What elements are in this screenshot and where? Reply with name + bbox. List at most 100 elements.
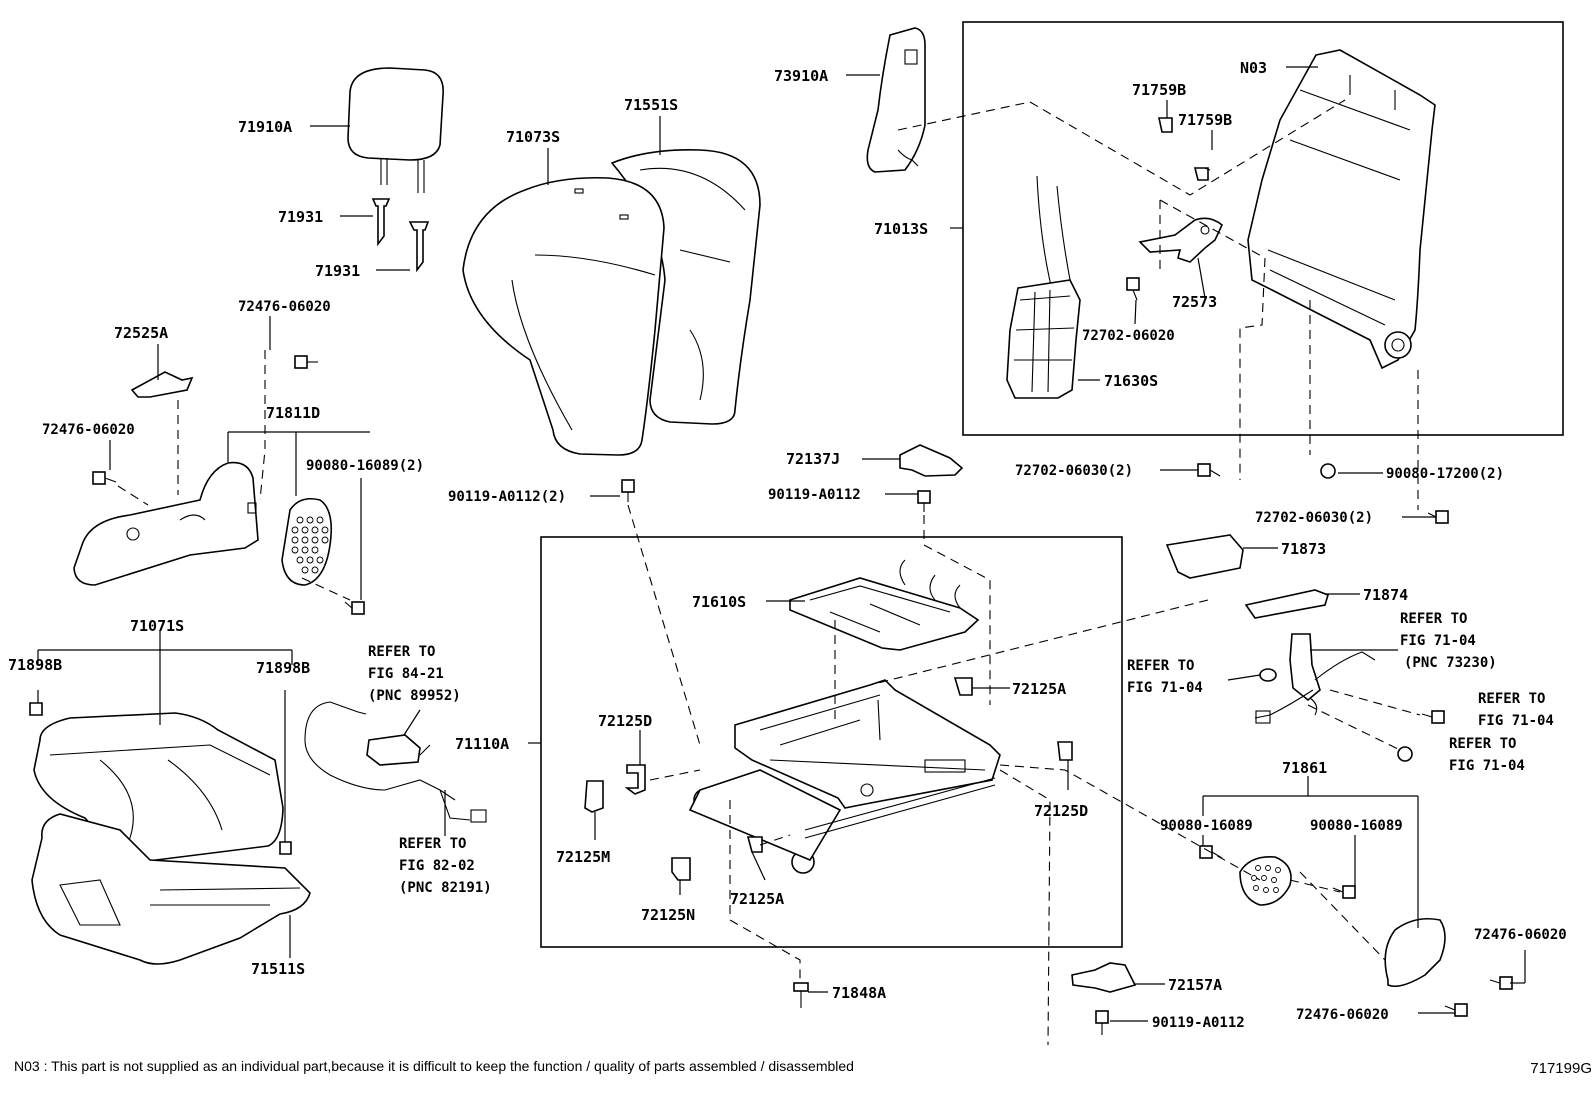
footnote: N03 : This part is not supplied as an in… — [14, 1058, 854, 1074]
label-71898B-right: 71898B — [256, 659, 310, 677]
label-72476-06020-top: 72476-06020 — [238, 299, 331, 315]
clip-72125N — [671, 857, 691, 881]
bolt-71848A — [793, 982, 809, 1008]
label-72525A: 72525A — [114, 324, 168, 342]
label-71630S: 71630S — [1104, 372, 1158, 390]
label-73910A: 73910A — [774, 67, 828, 85]
bolt-90080-16089-b — [1332, 885, 1356, 899]
svg-text:REFER TO: REFER TO — [1478, 691, 1545, 707]
bolt-90119-A0112-mid — [917, 490, 931, 512]
headrest-guide-b — [408, 221, 430, 273]
label-71110A: 71110A — [455, 735, 509, 753]
bolt-72702-06020 — [1126, 277, 1140, 301]
headrest — [347, 67, 444, 193]
label-71073S: 71073S — [506, 128, 560, 146]
label-72125A-bottom: 72125A — [730, 890, 784, 908]
svg-text:FIG 82-02: FIG 82-02 — [399, 858, 475, 874]
clip-72125A-top — [953, 677, 973, 696]
hook-72157A — [1071, 962, 1137, 993]
svg-text:REFER TO: REFER TO — [1127, 658, 1194, 674]
svg-text:(PNC 89952): (PNC 89952) — [368, 688, 461, 704]
bolt-90080-16089-a — [1199, 845, 1223, 859]
side-cover-right — [1384, 917, 1446, 988]
svg-text:REFER TO: REFER TO — [399, 836, 466, 852]
label-71759B-a: 71759B — [1132, 81, 1186, 99]
refer-fig-82-02: REFER TO FIG 82-02 (PNC 82191) — [399, 836, 492, 896]
leader-lines — [37, 66, 1526, 1022]
seat-pan — [789, 559, 980, 651]
bolts — [92, 277, 1513, 1035]
seat-track-box — [540, 536, 1123, 948]
bolt-90119-A0112-bottom — [1095, 1010, 1109, 1035]
clip-72125A-bottom — [746, 836, 763, 853]
buckle-assembly — [1254, 633, 1376, 724]
cover-71874 — [1244, 589, 1329, 619]
bolt-refer-7104-a — [1421, 710, 1445, 724]
lumbar-support — [1006, 175, 1081, 399]
label-90119-A0112-bottom: 90119-A0112 — [1152, 1015, 1245, 1031]
svg-text:FIG 71-04: FIG 71-04 — [1478, 713, 1554, 729]
svg-text:FIG 71-04: FIG 71-04 — [1127, 680, 1203, 696]
svg-text:REFER TO: REFER TO — [1449, 736, 1516, 752]
bolt-72476-06020-top — [294, 355, 318, 369]
label-71811D: 71811D — [266, 404, 320, 422]
seat-cushion-pad — [31, 813, 311, 965]
svg-text:FIG 71-04: FIG 71-04 — [1449, 758, 1525, 774]
label-71910A: 71910A — [238, 118, 292, 136]
refer-fig-84-21: REFER TO FIG 84-21 (PNC 89952) — [368, 644, 461, 704]
svg-text:(PNC 73230): (PNC 73230) — [1404, 655, 1497, 671]
label-71898B-left: 71898B — [8, 656, 62, 674]
svg-text:FIG 84-21: FIG 84-21 — [368, 666, 444, 682]
side-cover-inner — [1239, 855, 1292, 906]
headrest-guide-a — [371, 198, 391, 247]
label-72702-06030-2-a: 72702-06030(2) — [1015, 463, 1133, 479]
clip-72125D-right — [1057, 741, 1073, 761]
label-72125M: 72125M — [556, 848, 610, 866]
clip-71898B-right — [279, 841, 292, 855]
recliner-bracket — [1138, 217, 1223, 263]
bolt-72476-06020-right — [1489, 976, 1513, 990]
seatback-frame — [1247, 49, 1436, 370]
figure-number: 717199G — [1530, 1060, 1592, 1077]
bolt-90119-A0112-2 — [621, 479, 635, 502]
label-71873: 71873 — [1281, 540, 1326, 558]
refer-fig-71-04-right-b: REFER TO FIG 71-04 — [1449, 736, 1525, 774]
label-N03: N03 — [1240, 59, 1267, 77]
label-72476-06020-right: 72476-06020 — [1474, 927, 1567, 943]
refer-fig-71-04-left: REFER TO FIG 71-04 — [1127, 658, 1203, 696]
label-71071S: 71071S — [130, 617, 184, 635]
svg-text:REFER TO: REFER TO — [1400, 611, 1467, 627]
label-90080-17200-2: 90080-17200(2) — [1386, 466, 1504, 482]
label-90080-16089-b: 90080-16089 — [1310, 818, 1403, 834]
label-71931-a: 71931 — [278, 208, 323, 226]
bolt-90080-16089-left — [344, 601, 365, 615]
label-71511S: 71511S — [251, 960, 305, 978]
label-72702-06030-2-b: 72702-06030(2) — [1255, 510, 1373, 526]
label-71848A: 71848A — [832, 984, 886, 1002]
clip-71759B-b — [1193, 167, 1209, 181]
nut-refer-7104-b — [1397, 746, 1413, 762]
label-72573: 72573 — [1172, 293, 1217, 311]
bolt-72702-06030-b — [1427, 510, 1449, 524]
svg-text:FIG 71-04: FIG 71-04 — [1400, 633, 1476, 649]
seatback-pad — [462, 176, 665, 456]
side-shield — [73, 461, 259, 586]
label-71610S: 71610S — [692, 593, 746, 611]
label-71861: 71861 — [1282, 759, 1327, 777]
label-72476-06020-bottom: 72476-06020 — [1296, 1007, 1389, 1023]
hook-72137J — [899, 444, 964, 477]
clip-71759B-a — [1158, 117, 1173, 133]
label-72125N: 72125N — [641, 906, 695, 924]
label-72702-06020: 72702-06020 — [1082, 328, 1175, 344]
seat-adjuster — [688, 679, 1001, 874]
label-90080-16089-a: 90080-16089 — [1160, 818, 1253, 834]
clip-72125D-left — [624, 764, 646, 795]
label-72476-06020-left: 72476-06020 — [42, 422, 135, 438]
bolt-72476-06020-bottom — [1444, 1003, 1468, 1017]
assembly-lines — [117, 99, 1421, 1046]
label-90080-16089-2: 90080-16089(2) — [306, 458, 424, 474]
cover-71873 — [1165, 534, 1244, 579]
label-72125A-top: 72125A — [1012, 680, 1066, 698]
label-71759B-b: 71759B — [1178, 111, 1232, 129]
